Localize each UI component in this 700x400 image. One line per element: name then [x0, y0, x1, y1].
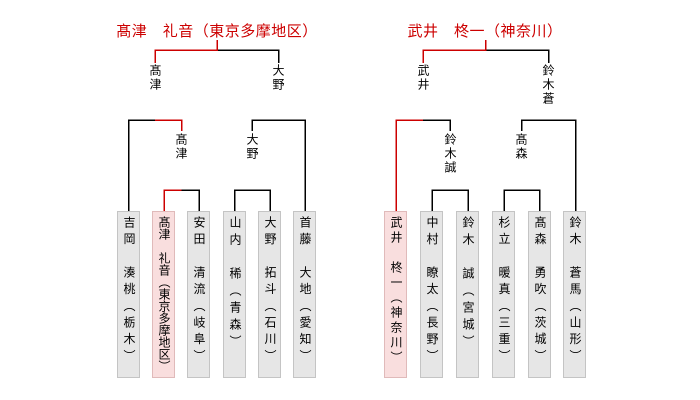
player-box-left-1: 吉岡 湊桃（栃木）: [117, 211, 140, 378]
player-name: 鈴木 蒼馬（山形）: [568, 216, 582, 366]
right-round1-winner-label-2: 髙森: [514, 133, 528, 161]
left-champion-title: 髙津 礼音（東京多摩地区）: [116, 22, 318, 40]
bracket-line-left-semifinal2: [251, 119, 306, 211]
left-finalist-label-2: 大野: [271, 64, 285, 92]
bracket-line-right-final-right: [485, 49, 550, 63]
bracket-line-left-round1B: [233, 189, 271, 211]
player-box-left-6: 首藤 大地（愛知）: [293, 211, 316, 378]
left-round1-winner-label-2: 大野: [245, 133, 259, 161]
champion-path-left-round1: [163, 189, 182, 211]
player-name: 髙森 勇吹（茨城）: [533, 216, 547, 366]
player-name: 鈴木 誠（宮城）: [461, 216, 475, 352]
champion-path-left-final: [154, 40, 218, 63]
right-finalist-label-2: 鈴木蒼: [541, 64, 555, 106]
player-name: 武井 柊一（神奈川）: [389, 216, 403, 366]
bracket-line-right-semifinal1-right: [423, 119, 451, 131]
champion-path-left-semifinal: [155, 119, 183, 131]
player-name: 首藤 大地（愛知）: [298, 216, 312, 366]
right-round1-winner-label-1: 鈴木誠: [443, 133, 457, 175]
player-name: 杉立 暖真（三重）: [497, 216, 511, 366]
player-name: 安田 清流（岐阜）: [192, 216, 206, 366]
player-name: 中村 瞭太（長野）: [425, 216, 439, 366]
champion-path-right-final: [422, 40, 487, 63]
player-name: 吉岡 湊桃（栃木）: [122, 216, 136, 366]
player-box-left-3: 安田 清流（岐阜）: [187, 211, 210, 378]
bracket-line-right-semifinal2: [520, 119, 577, 211]
bracket-line-left-semifinal1-left: [127, 119, 155, 211]
player-box-right-3: 鈴木 誠（宮城）: [456, 211, 479, 378]
bracket-line-left-round1A-right: [181, 189, 200, 211]
player-box-right-5: 髙森 勇吹（茨城）: [528, 211, 551, 378]
champion-path-right-semifinal: [395, 119, 423, 211]
player-name: 大野 拓斗（石川）: [263, 216, 277, 366]
player-box-left-2-champion: 髙津 礼音（東京多摩地区）: [152, 211, 175, 378]
bracket-line-right-round1D: [503, 189, 541, 211]
player-box-left-4: 山内 稀（青森）: [223, 211, 246, 378]
player-box-right-2: 中村 瞭太（長野）: [420, 211, 443, 378]
player-box-right-6: 鈴木 蒼馬（山形）: [563, 211, 586, 378]
left-finalist-label-1: 髙津: [148, 64, 162, 92]
bracket-line-right-round1C: [431, 189, 469, 211]
player-box-left-5: 大野 拓斗（石川）: [258, 211, 281, 378]
player-name: 髙津 礼音（東京多摩地区）: [157, 216, 171, 372]
player-box-right-4: 杉立 暖真（三重）: [492, 211, 515, 378]
player-box-right-1-champion: 武井 柊一（神奈川）: [384, 211, 407, 378]
player-name: 山内 稀（青森）: [228, 216, 242, 352]
bracket-line-left-final-right: [217, 49, 280, 63]
right-champion-title: 武井 柊一（神奈川）: [407, 22, 563, 40]
left-round1-winner-label-1: 髙津: [174, 133, 188, 161]
right-finalist-label-1: 武井: [416, 64, 430, 92]
